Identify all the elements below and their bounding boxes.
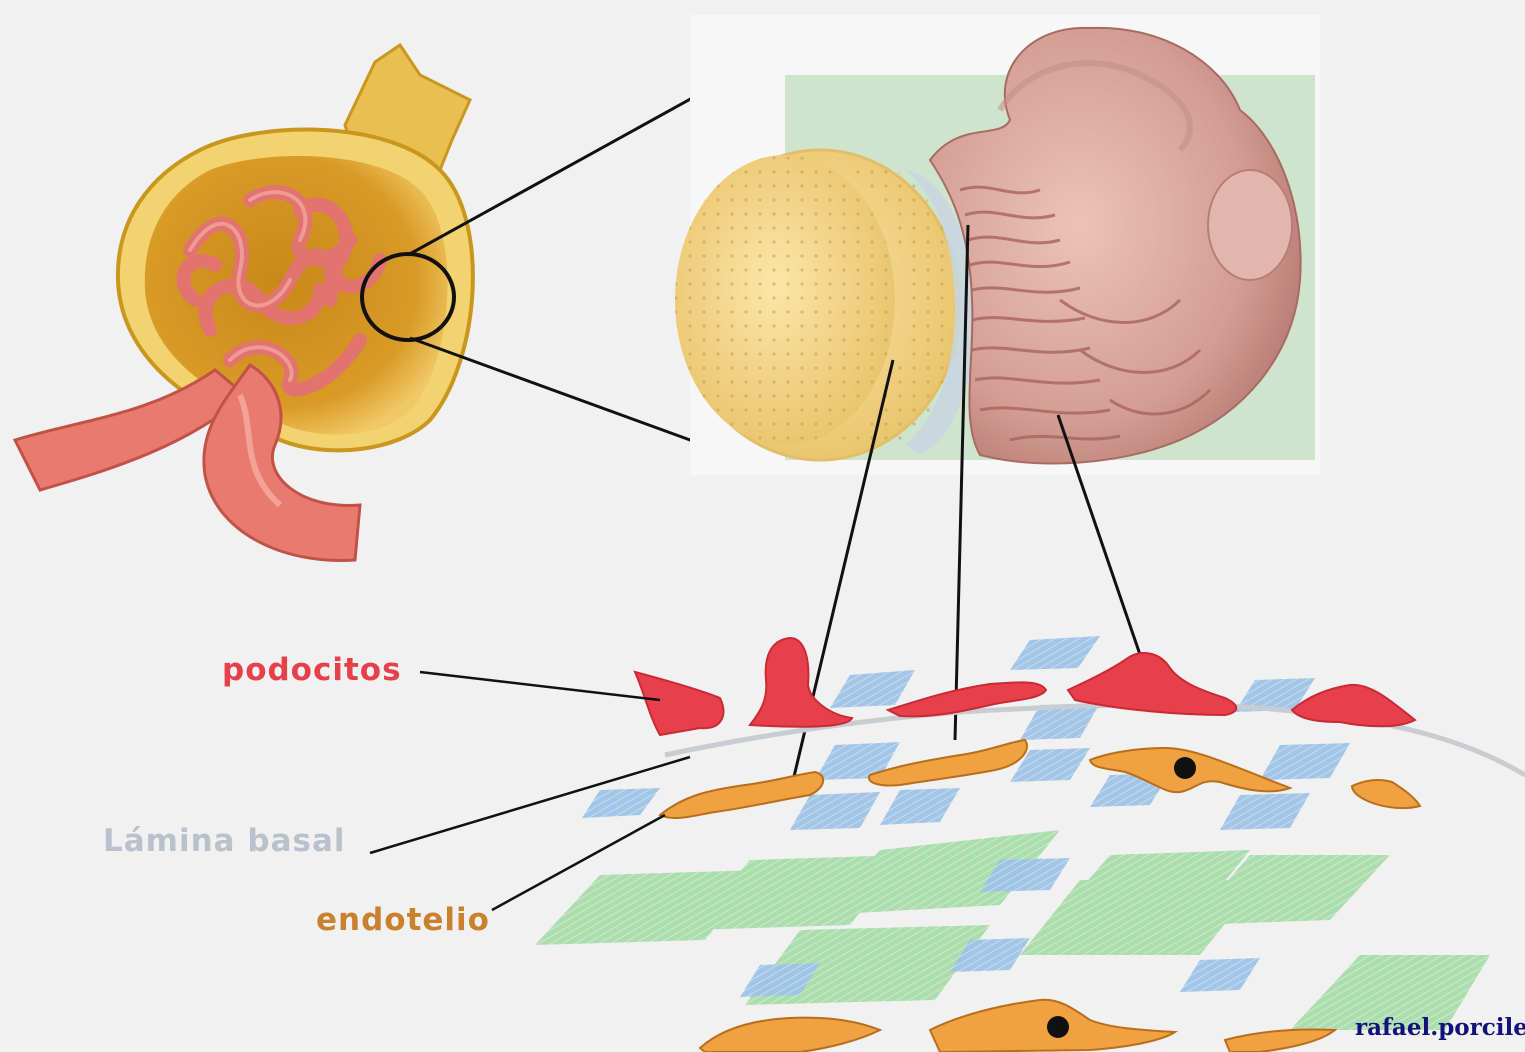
podocyte-nucleus [1208, 170, 1292, 280]
filtration-barrier-schematic [535, 636, 1525, 1052]
podocitos-leader [420, 672, 660, 700]
renal-corpuscle-illustration [15, 45, 473, 560]
capillary-closeup-illustration [675, 15, 1320, 475]
label-podocitos: podocitos [222, 652, 402, 688]
credit-text: rafael.porcile [1355, 1014, 1525, 1041]
label-endotelio: endotelio [316, 902, 490, 938]
label-lamina-basal: Lámina basal [103, 823, 346, 859]
